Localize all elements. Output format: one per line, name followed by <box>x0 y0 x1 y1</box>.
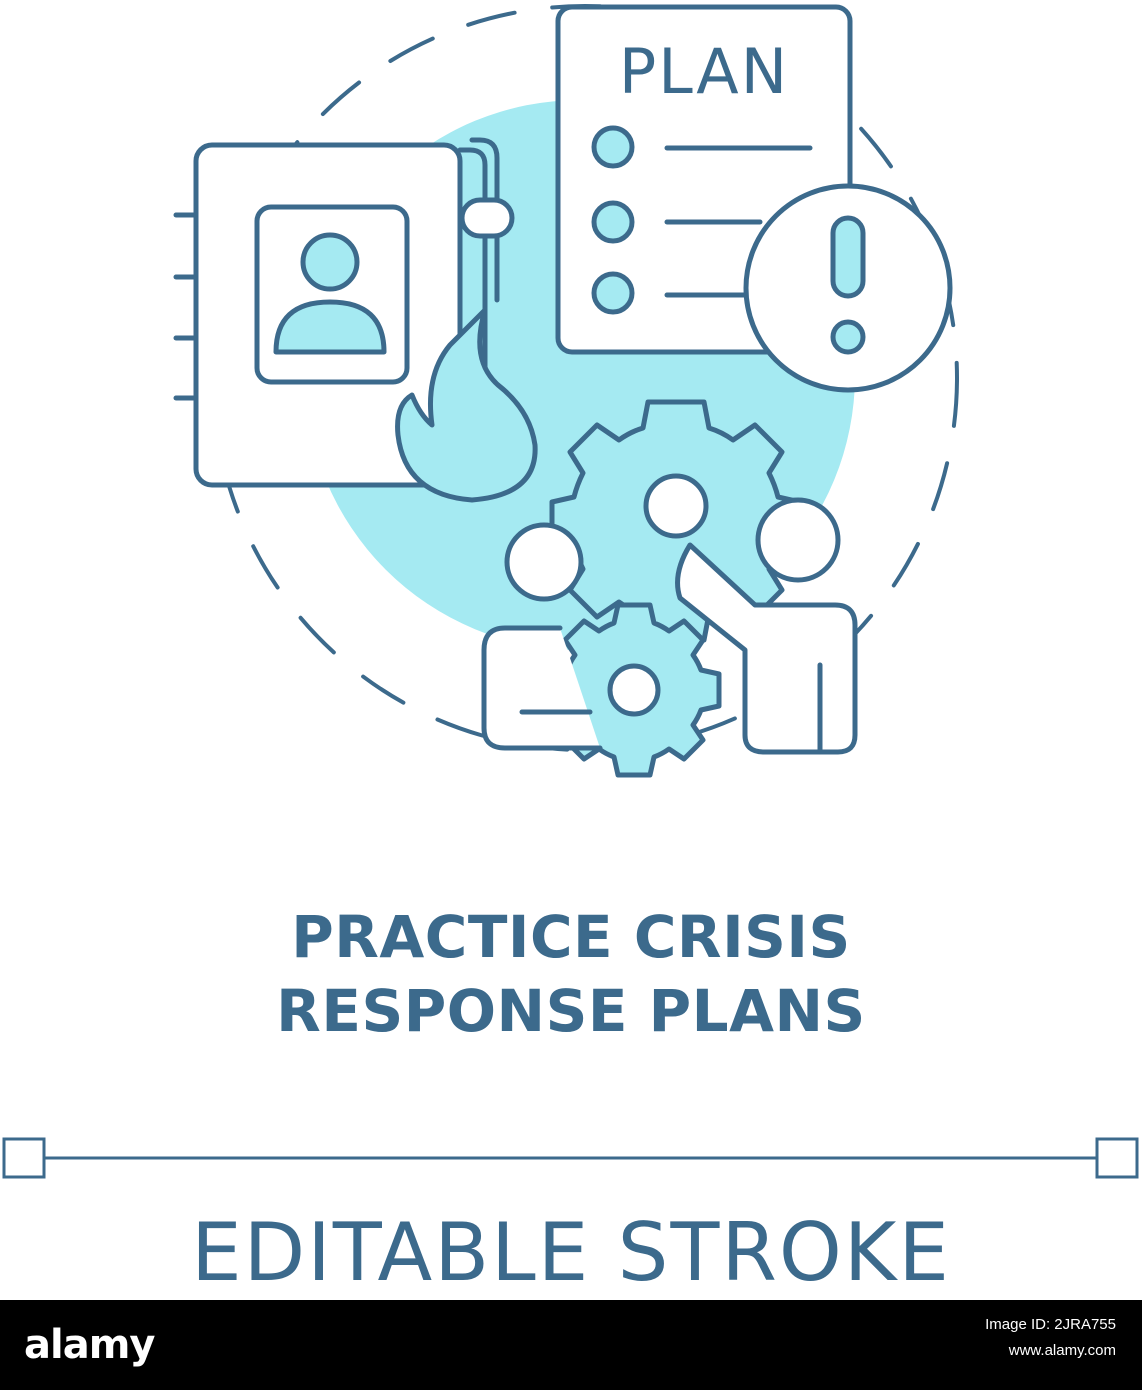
image-id: Image ID: 2JRA755 <box>985 1316 1116 1333</box>
contact-notebook-icon <box>173 137 515 488</box>
title-line-1: PRACTICE CRISIS <box>291 903 851 971</box>
concept-title: PRACTICE CRISIS RESPONSE PLANS <box>0 900 1142 1048</box>
right-handle <box>1095 1137 1139 1179</box>
gears-icon <box>546 399 803 778</box>
site-url: www.alamy.com <box>1008 1342 1116 1359</box>
stroke-handle-bar <box>2 1137 1139 1179</box>
footer-meta: Image ID: 2JRA755 www.alamy.com <box>985 1312 1116 1364</box>
footer-band: alamy Image ID: 2JRA755 www.alamy.com <box>0 1300 1142 1390</box>
plan-label: PLAN <box>619 35 789 108</box>
exclamation-icon <box>743 183 953 393</box>
team-presenter-icon <box>481 497 858 755</box>
crisis-plan-illustration: PLAN <box>173 4 959 778</box>
editable-stroke-label: EDITABLE STROKE <box>191 1206 951 1299</box>
left-handle <box>2 1137 46 1179</box>
fire-icon <box>395 307 538 503</box>
title-line-2: RESPONSE PLANS <box>276 977 866 1045</box>
alamy-logo: alamy <box>24 1322 155 1368</box>
